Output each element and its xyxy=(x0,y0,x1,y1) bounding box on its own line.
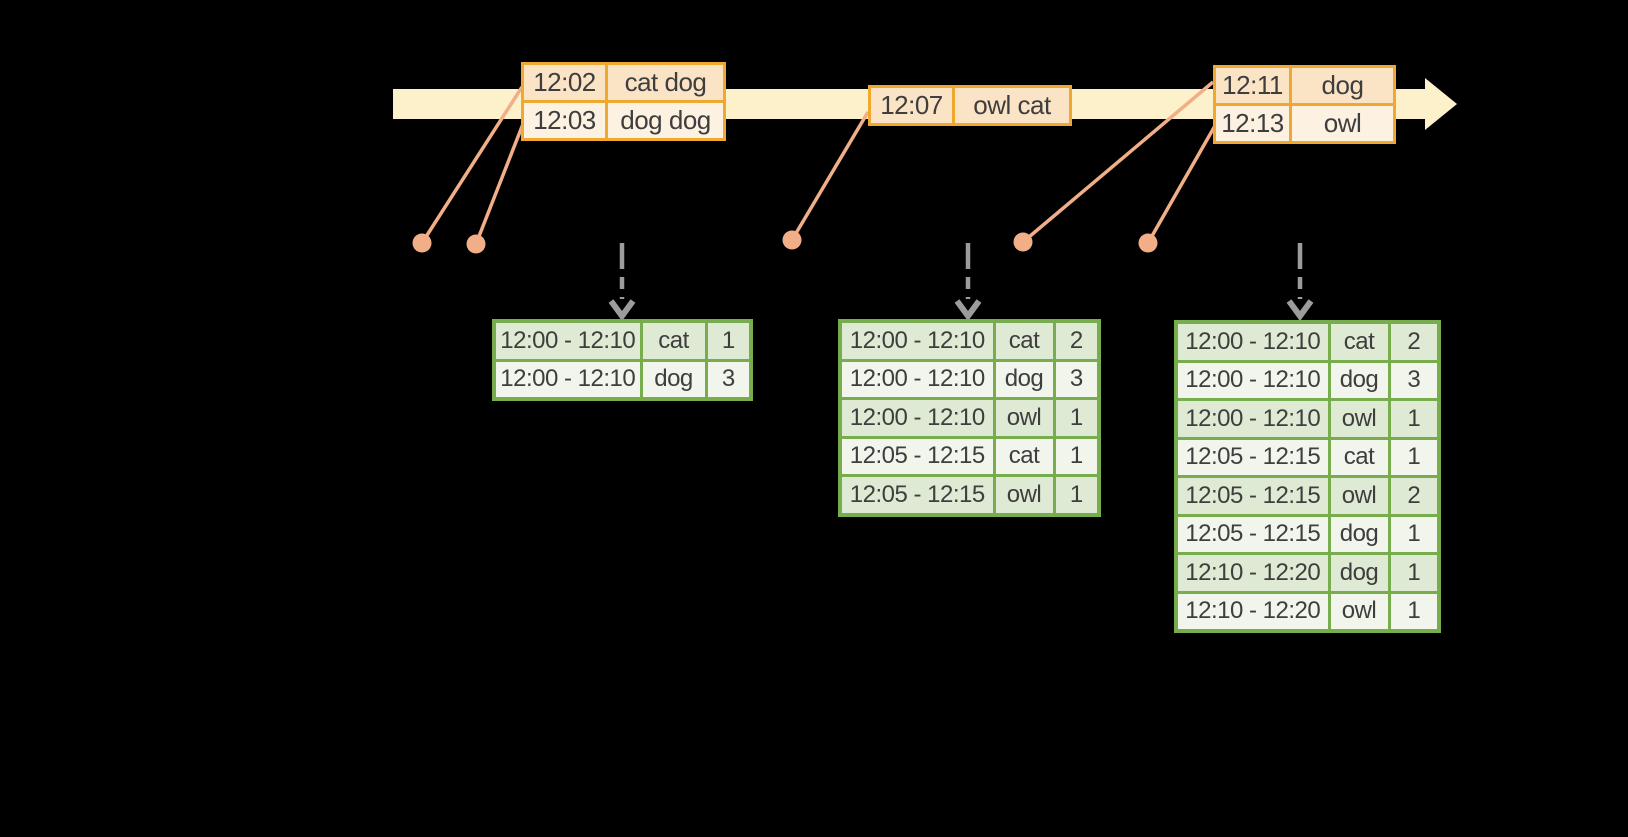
count-cell: 3 xyxy=(1052,358,1101,400)
word-cell: owl xyxy=(992,397,1056,439)
event-row: 12:03 dog dog xyxy=(521,100,726,141)
count-cell: 1 xyxy=(704,319,753,362)
event-connector-line xyxy=(790,111,870,241)
timeline-arrowhead-icon xyxy=(1425,78,1457,130)
window-cell: 12:00 - 12:10 xyxy=(838,358,996,400)
window-cell: 12:00 - 12:10 xyxy=(838,319,996,362)
result-row: 12:00 - 12:10 dog 3 xyxy=(1174,359,1441,401)
event-table-1: 12:02 cat dog 12:03 dog dog xyxy=(521,62,726,141)
word-cell: owl xyxy=(992,474,1056,516)
event-connector-line xyxy=(420,86,524,244)
event-row: 12:07 owl cat xyxy=(868,85,1072,126)
word-cell: dog xyxy=(1327,552,1391,594)
count-cell: 2 xyxy=(1387,475,1441,517)
result-table-2: 12:00 - 12:10 cat 2 12:00 - 12:10 dog 3 … xyxy=(838,319,1101,517)
window-cell: 12:00 - 12:10 xyxy=(1174,320,1331,363)
window-cell: 12:10 - 12:20 xyxy=(1174,552,1331,594)
count-cell: 2 xyxy=(1387,320,1441,363)
event-time-cell: 12:13 xyxy=(1213,103,1292,144)
window-cell: 12:00 - 12:10 xyxy=(1174,359,1331,401)
word-cell: owl xyxy=(1327,475,1391,517)
window-cell: 12:05 - 12:15 xyxy=(838,435,996,477)
result-row: 12:05 - 12:15 cat 1 xyxy=(838,435,1101,477)
trigger-arrowhead-icon xyxy=(1286,299,1314,322)
event-row: 12:02 cat dog xyxy=(521,62,726,103)
result-row: 12:00 - 12:10 cat 2 xyxy=(1174,320,1441,363)
event-time-cell: 12:02 xyxy=(521,62,608,103)
word-cell: cat xyxy=(1327,320,1391,363)
window-cell: 12:05 - 12:15 xyxy=(1174,513,1331,555)
event-row: 12:13 owl xyxy=(1213,103,1396,144)
event-words-cell: owl cat xyxy=(952,85,1072,126)
event-table-2: 12:07 owl cat xyxy=(868,85,1072,126)
trigger-arrowhead-icon xyxy=(608,299,636,322)
window-cell: 12:00 - 12:10 xyxy=(492,319,643,362)
word-cell: cat xyxy=(992,319,1056,362)
count-cell: 3 xyxy=(704,358,753,401)
event-connector-line xyxy=(1021,80,1215,244)
word-cell: owl xyxy=(1327,590,1391,633)
event-words-cell: owl xyxy=(1289,103,1396,144)
count-cell: 1 xyxy=(1387,436,1441,478)
window-cell: 12:00 - 12:10 xyxy=(838,397,996,439)
count-cell: 1 xyxy=(1052,474,1101,516)
window-cell: 12:10 - 12:20 xyxy=(1174,590,1331,633)
trigger-arrowhead-icon xyxy=(954,299,982,322)
result-row: 12:05 - 12:15 dog 1 xyxy=(1174,513,1441,555)
event-dot xyxy=(466,234,486,254)
result-row: 12:00 - 12:10 cat 1 xyxy=(492,319,753,362)
result-row: 12:05 - 12:15 owl 2 xyxy=(1174,475,1441,517)
event-dot xyxy=(1013,232,1033,252)
event-dot xyxy=(782,230,802,250)
count-cell: 1 xyxy=(1052,397,1101,439)
event-time-cell: 12:03 xyxy=(521,100,608,141)
event-row: 12:11 dog xyxy=(1213,65,1396,106)
result-row: 12:00 - 12:10 owl 1 xyxy=(1174,398,1441,440)
result-row: 12:00 - 12:10 dog 3 xyxy=(838,358,1101,400)
count-cell: 1 xyxy=(1387,398,1441,440)
count-cell: 1 xyxy=(1387,590,1441,633)
event-words-cell: dog xyxy=(1289,65,1396,106)
event-words-cell: dog dog xyxy=(605,100,726,141)
word-cell: owl xyxy=(1327,398,1391,440)
window-cell: 12:00 - 12:10 xyxy=(492,358,643,401)
event-connector-line xyxy=(474,123,525,245)
count-cell: 1 xyxy=(1387,513,1441,555)
event-time-cell: 12:11 xyxy=(1213,65,1292,106)
event-dot xyxy=(412,233,432,253)
result-table-1: 12:00 - 12:10 cat 1 12:00 - 12:10 dog 3 xyxy=(492,319,753,401)
result-row: 12:00 - 12:10 dog 3 xyxy=(492,358,753,401)
result-row: 12:00 - 12:10 cat 2 xyxy=(838,319,1101,362)
word-cell: dog xyxy=(1327,513,1391,555)
event-words-cell: cat dog xyxy=(605,62,726,103)
window-cell: 12:05 - 12:15 xyxy=(838,474,996,516)
word-cell: cat xyxy=(1327,436,1391,478)
word-cell: cat xyxy=(639,319,708,362)
word-cell: dog xyxy=(639,358,708,401)
count-cell: 3 xyxy=(1387,359,1441,401)
result-row: 12:10 - 12:20 dog 1 xyxy=(1174,552,1441,594)
word-cell: cat xyxy=(992,435,1056,477)
window-cell: 12:05 - 12:15 xyxy=(1174,475,1331,517)
event-time-cell: 12:07 xyxy=(868,85,955,126)
result-table-3: 12:00 - 12:10 cat 2 12:00 - 12:10 dog 3 … xyxy=(1174,320,1441,633)
result-row: 12:05 - 12:15 cat 1 xyxy=(1174,436,1441,478)
window-cell: 12:00 - 12:10 xyxy=(1174,398,1331,440)
event-dot xyxy=(1138,233,1158,253)
count-cell: 1 xyxy=(1052,435,1101,477)
event-table-3: 12:11 dog 12:13 owl xyxy=(1213,65,1396,144)
count-cell: 2 xyxy=(1052,319,1101,362)
result-row: 12:10 - 12:20 owl 1 xyxy=(1174,590,1441,633)
result-row: 12:00 - 12:10 owl 1 xyxy=(838,397,1101,439)
result-row: 12:05 - 12:15 owl 1 xyxy=(838,474,1101,516)
event-connector-line xyxy=(1146,123,1218,244)
word-cell: dog xyxy=(992,358,1056,400)
word-cell: dog xyxy=(1327,359,1391,401)
window-cell: 12:05 - 12:15 xyxy=(1174,436,1331,478)
count-cell: 1 xyxy=(1387,552,1441,594)
